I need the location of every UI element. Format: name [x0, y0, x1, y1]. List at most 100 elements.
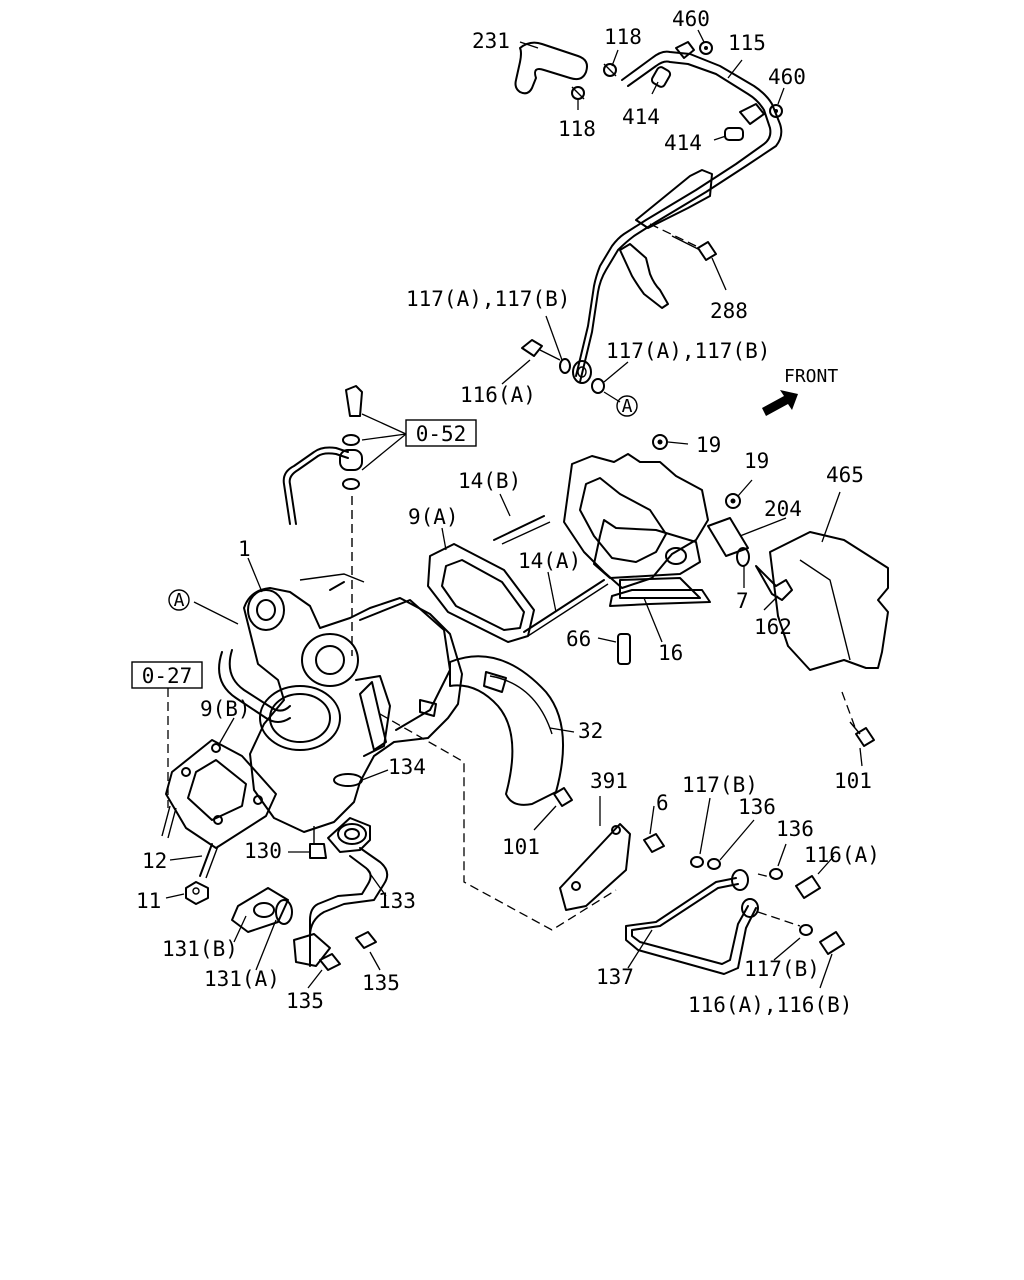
label-133: 133: [378, 889, 416, 913]
label-465: 465: [826, 463, 864, 487]
label-1: 1: [238, 537, 251, 561]
washer-117b-upper: [690, 856, 704, 868]
label-460-top: 460: [672, 7, 710, 31]
label-118-top: 118: [604, 25, 642, 49]
bolt-288: [671, 235, 717, 261]
washer-117-top: [559, 358, 571, 374]
label-116ab: 116(A),116(B): [688, 993, 852, 1017]
label-11: 11: [136, 889, 161, 913]
washer-7: [736, 547, 750, 567]
bracket-16: [609, 589, 711, 607]
label-front: FRONT: [784, 366, 838, 387]
svg-text:0-52: 0-52: [416, 422, 467, 446]
pipe-204: [707, 517, 749, 557]
heat-shield-465: [769, 531, 889, 671]
label-460-right: 460: [768, 65, 806, 89]
leader-lines: [165, 29, 863, 989]
hose-231: [514, 41, 588, 95]
label-130: 130: [244, 839, 282, 863]
clamp-118-bottom: [571, 86, 585, 100]
label-288: 288: [710, 299, 748, 323]
pipe-137: [625, 869, 759, 975]
oil-pipe-upper: [282, 385, 363, 656]
front-arrow-icon: [762, 390, 798, 416]
bracket-391: [559, 823, 631, 911]
svg-text:0-27: 0-27: [142, 664, 193, 688]
label-131b: 131(B): [162, 937, 238, 961]
bolt-135-left: [319, 953, 341, 971]
exhaust-manifold: [563, 453, 709, 599]
label-117b-upper: 117(B): [682, 773, 758, 797]
bolt-135-right: [355, 931, 377, 949]
label-19-top: 19: [696, 433, 721, 457]
label-135-left: 135: [286, 989, 324, 1013]
oring-134: [333, 773, 363, 787]
nut-460-top: [699, 41, 713, 55]
label-19-right: 19: [744, 449, 769, 473]
label-115: 115: [728, 31, 766, 55]
gasket-9b: [165, 739, 277, 849]
clamp-118-top: [603, 63, 617, 77]
ref-a-top-marker: A: [616, 395, 638, 417]
ref-a-left-marker: A: [168, 589, 190, 611]
stud-12: [199, 843, 219, 879]
washer-117b-lower: [799, 924, 813, 936]
label-7: 7: [736, 589, 749, 613]
label-137: 137: [596, 965, 634, 989]
label-14b: 14(B): [458, 469, 521, 493]
label-116a-right: 116(A): [804, 843, 880, 867]
stud-0-27: [161, 805, 177, 839]
label-66: 66: [566, 627, 591, 651]
bolt-162: [755, 565, 793, 601]
bolt-101-right: [849, 721, 875, 747]
washer-136a: [707, 858, 721, 870]
label-135-right: 135: [362, 971, 400, 995]
label-117ab-top: 117(A),117(B): [406, 287, 570, 311]
bolt-6: [643, 833, 665, 853]
part-labels: 231 118 118 460 115 460 414 414 288 117(…: [136, 7, 880, 1017]
ref-0-52-box: 0-52: [405, 419, 477, 447]
label-116a-top: 116(A): [460, 383, 536, 407]
label-101-right: 101: [834, 769, 872, 793]
eyebolt-pipe: [572, 360, 592, 384]
label-32: 32: [578, 719, 603, 743]
label-16: 16: [658, 641, 683, 665]
stud-66: [617, 633, 631, 665]
heat-shield-32: [449, 655, 565, 806]
label-204: 204: [764, 497, 802, 521]
label-414-right: 414: [664, 131, 702, 155]
label-101-left: 101: [502, 835, 540, 859]
label-117b-lower: 117(B): [744, 957, 820, 981]
bolt-101-left: [553, 787, 573, 807]
nut-11: [185, 881, 209, 905]
pipe-115: [575, 41, 783, 383]
oring-131a: [275, 899, 293, 925]
washer-136b: [769, 868, 783, 880]
label-134: 134: [388, 755, 426, 779]
bolt-130: [309, 826, 327, 859]
label-12: 12: [142, 849, 167, 873]
label-391: 391: [590, 769, 628, 793]
label-414-top: 414: [622, 105, 660, 129]
hose-414-right: [724, 127, 744, 141]
nut-19-right: [725, 493, 741, 509]
label-117ab-mid: 117(A),117(B): [606, 339, 770, 363]
stud-14a: [523, 579, 609, 637]
bolt-116ab: [819, 931, 845, 955]
label-131a: 131(A): [204, 967, 280, 991]
label-136-a: 136: [738, 795, 776, 819]
label-9a: 9(A): [408, 505, 459, 529]
nut-460-right: [769, 104, 783, 118]
gasket-131b: [231, 887, 289, 933]
washer-117-mid: [591, 378, 605, 394]
label-136-b: 136: [776, 817, 814, 841]
label-162: 162: [754, 615, 792, 639]
nut-19-top: [652, 434, 668, 450]
label-9b: 9(B): [200, 697, 251, 721]
bolt-116a-right: [795, 875, 821, 899]
svg-text:A: A: [174, 590, 185, 611]
label-118-bottom: 118: [558, 117, 596, 141]
bracket-top: [619, 169, 713, 309]
label-231: 231: [472, 29, 510, 53]
